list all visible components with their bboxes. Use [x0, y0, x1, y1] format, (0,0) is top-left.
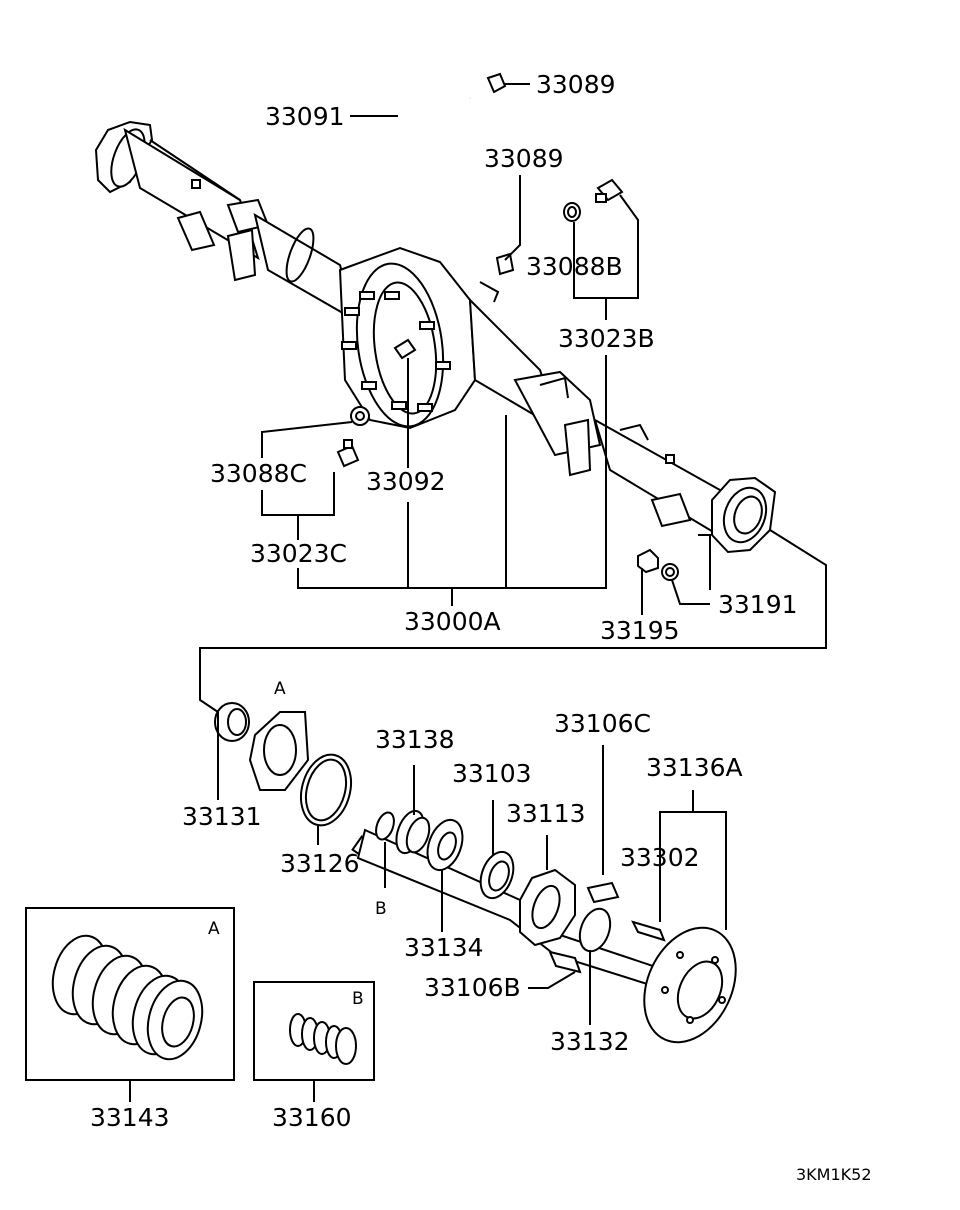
axle-flange-33136a — [643, 790, 737, 1044]
label-33143: 33143 — [90, 1103, 170, 1132]
bearing-33138 — [395, 765, 431, 855]
bearing-retainer-33113 — [519, 835, 576, 947]
label-33302: 33302 — [620, 843, 700, 872]
bearing-33134 — [426, 818, 464, 932]
ref-b-box: B — [352, 989, 364, 1009]
label-33131: 33131 — [182, 802, 262, 831]
axle-housing — [94, 120, 777, 554]
label-33088b: 33088B — [526, 252, 623, 281]
gasket-33088c — [350, 406, 370, 426]
label-33134: 33134 — [404, 933, 484, 962]
spacer-33132 — [578, 907, 612, 1025]
label-33023b: 33023B — [558, 324, 655, 353]
bolt-33106b — [528, 950, 582, 989]
label-33160: 33160 — [272, 1103, 352, 1132]
kit-box-b — [253, 981, 375, 1102]
oil-seal-33131 — [214, 702, 250, 800]
breather-hose-33091 — [393, 82, 521, 242]
label-33106c: 33106C — [554, 709, 651, 738]
hub-bolt-33302 — [631, 875, 666, 942]
plug-33023b — [595, 178, 624, 203]
leader-lines-upper — [199, 83, 827, 713]
plug-33023c — [336, 439, 360, 468]
label-33113: 33113 — [506, 799, 586, 828]
ref-a-box: A — [208, 919, 220, 939]
bearing-case-33103 — [479, 800, 515, 900]
kit-box-a — [25, 907, 235, 1102]
hose-clip-lower — [495, 252, 515, 276]
nut-33195 — [637, 548, 659, 574]
label-33195: 33195 — [600, 616, 680, 645]
label-33103: 33103 — [452, 759, 532, 788]
ref-a-main: A — [274, 679, 286, 699]
label-33000a: 33000A — [404, 607, 501, 636]
gasket-33088b — [563, 202, 581, 222]
hose-clip-top — [486, 72, 507, 94]
label-33088c: 33088C — [210, 459, 307, 488]
shim-gasket-a — [248, 711, 310, 791]
label-33126: 33126 — [280, 849, 360, 878]
washer-33191 — [661, 563, 679, 581]
label-33089-top: 33089 — [536, 70, 616, 99]
label-33092: 33092 — [366, 467, 446, 496]
label-33136a: 33136A — [646, 753, 743, 782]
label-33089-mid: 33089 — [484, 144, 564, 173]
drawing-code: 3KM1K52 — [796, 1165, 872, 1184]
label-33132: 33132 — [550, 1027, 630, 1056]
label-33138: 33138 — [375, 725, 455, 754]
label-33091: 33091 — [265, 102, 345, 131]
lock-ring-b — [375, 811, 395, 888]
label-33106b: 33106B — [424, 973, 521, 1002]
o-ring-33126 — [300, 753, 352, 845]
bolt-33106c — [586, 745, 620, 904]
label-33191: 33191 — [718, 590, 798, 619]
part-labels: 33089 33091 33089 33088B 33023B 33088C 3… — [90, 70, 872, 1184]
ref-b-main: B — [375, 899, 387, 919]
label-33023c: 33023C — [250, 539, 347, 568]
